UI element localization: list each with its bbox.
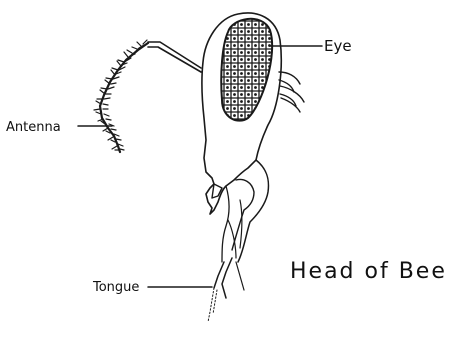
antenna-label: Antenna bbox=[6, 120, 61, 135]
mouthparts bbox=[222, 160, 269, 262]
mandibles bbox=[279, 72, 304, 112]
diagram-title: Head of Bee bbox=[290, 259, 447, 284]
antenna bbox=[94, 40, 201, 152]
compound-eye bbox=[221, 19, 272, 121]
tongue-label: Tongue bbox=[92, 280, 139, 295]
tongue bbox=[208, 258, 244, 322]
eye-label: Eye bbox=[324, 37, 352, 55]
